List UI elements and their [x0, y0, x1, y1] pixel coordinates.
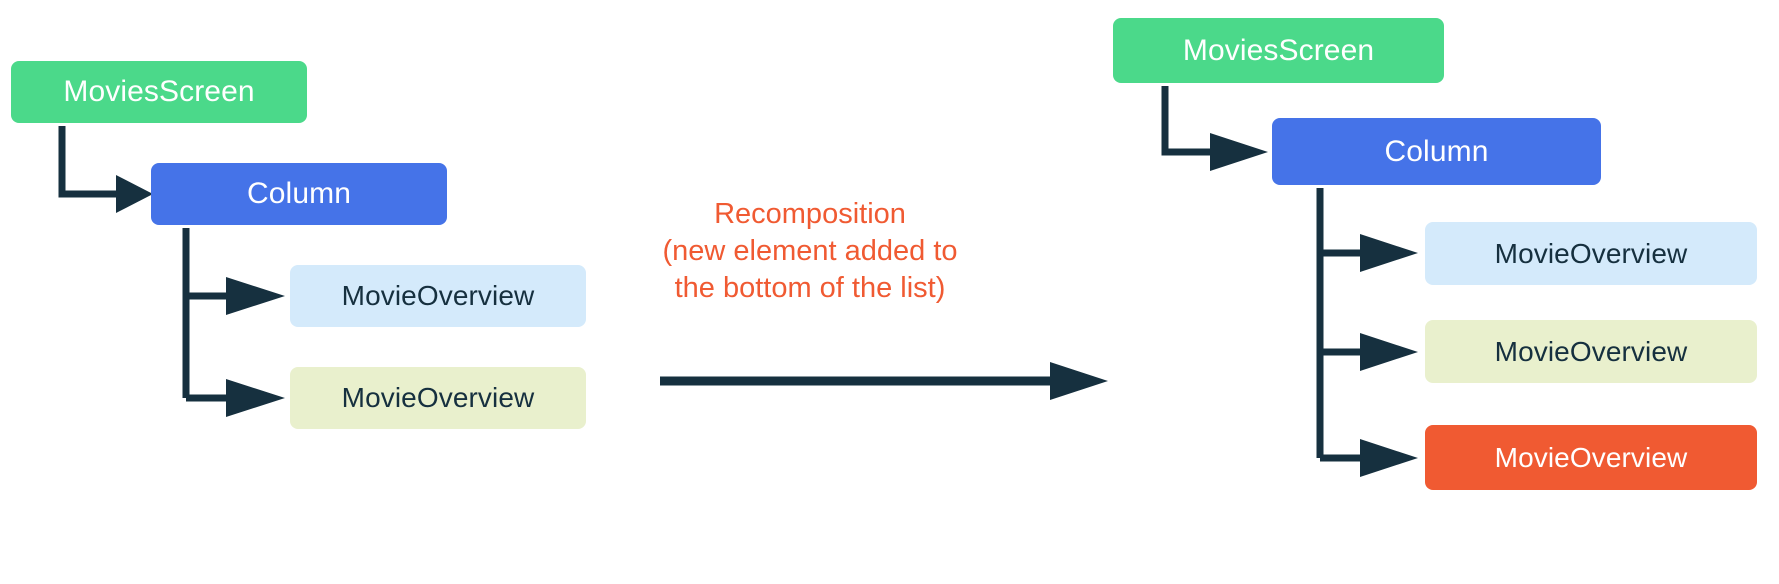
arrowhead-column-to-movie-1 [226, 277, 285, 315]
before-node-movies-screen[interactable]: MoviesScreen [11, 61, 307, 123]
after-connector-screen-to-column [1161, 86, 1212, 156]
transition-label: Recomposition (new element added to the … [662, 198, 958, 305]
connector-screen-to-column [58, 126, 118, 198]
after-node-movie-overview-2[interactable]: MovieOverview [1425, 320, 1757, 383]
after-node-movies-screen[interactable]: MoviesScreen [1113, 18, 1444, 83]
after-arrowhead-screen-to-column [1210, 133, 1268, 171]
after-node-movie-overview-1[interactable]: MovieOverview [1425, 222, 1757, 285]
after-arrowhead-column-to-movie-2 [1360, 333, 1418, 371]
after-arrowhead-column-to-movie-1 [1360, 234, 1418, 272]
before-node-movie-overview-1[interactable]: MovieOverview [290, 265, 586, 327]
transition-arrow [660, 362, 1108, 400]
before-node-column[interactable]: Column [151, 163, 447, 225]
after-node-column[interactable]: Column [1272, 118, 1601, 185]
before-node-movie-overview-2[interactable]: MovieOverview [290, 367, 586, 429]
transition-arrowhead [1050, 362, 1108, 400]
arrowhead-column-to-movie-2 [226, 379, 285, 417]
after-arrowhead-column-to-movie-3 [1360, 439, 1418, 477]
arrowhead-screen-to-column [116, 175, 153, 213]
after-node-movie-overview-3-new[interactable]: MovieOverview [1425, 425, 1757, 490]
